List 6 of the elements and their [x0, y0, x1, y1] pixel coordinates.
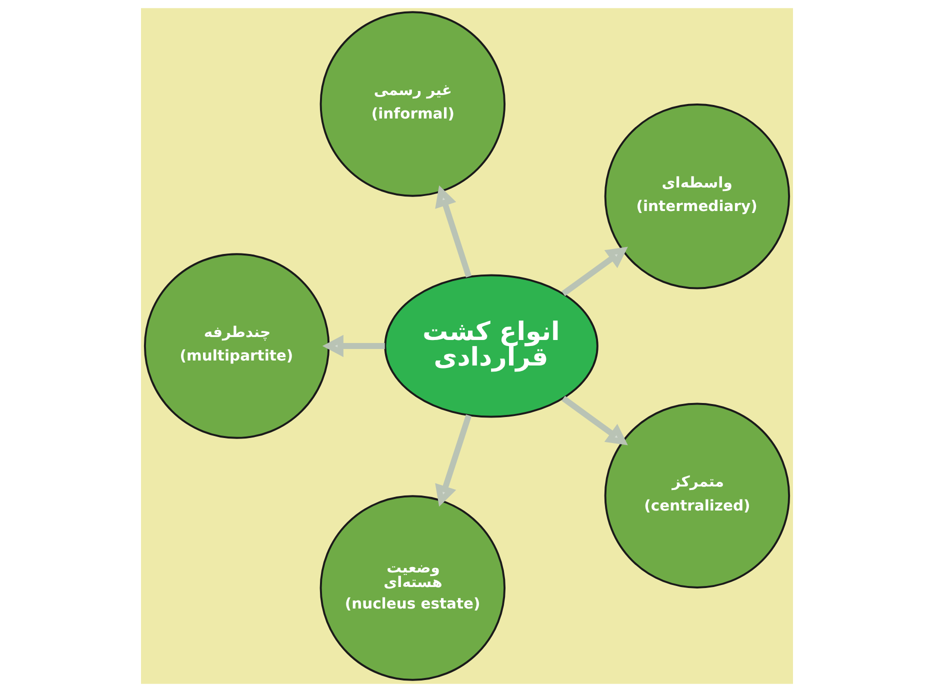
arrow — [434, 185, 472, 278]
node-ellipse: انواع کشت قراردادی — [384, 274, 598, 418]
arrow — [561, 396, 628, 446]
arrow — [434, 414, 472, 507]
arrow — [322, 334, 384, 358]
arrow — [561, 246, 628, 296]
